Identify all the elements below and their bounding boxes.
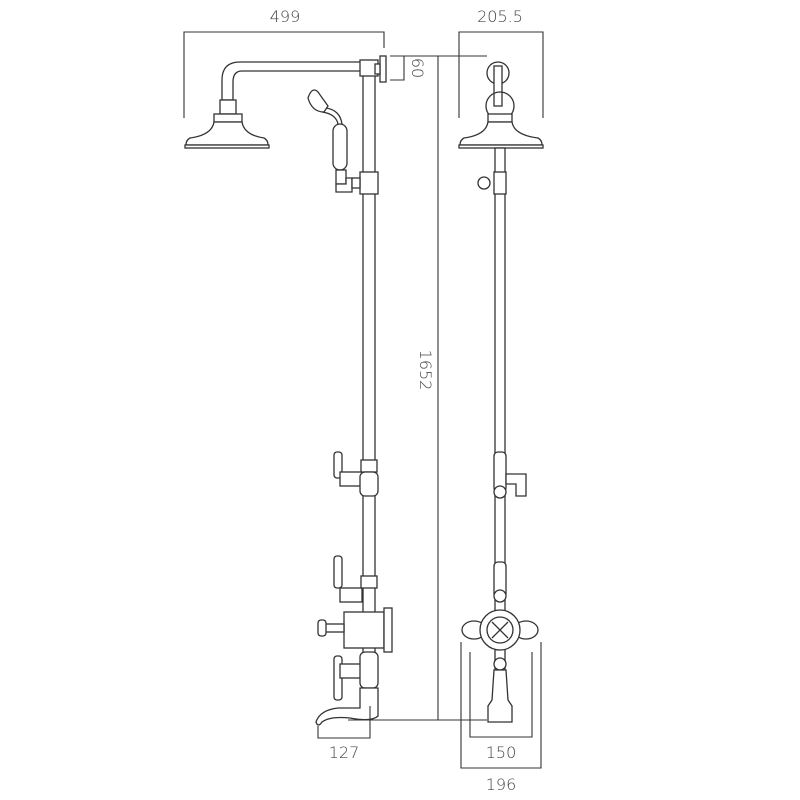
front-diverter xyxy=(493,171,507,195)
dim-label-150: 150 xyxy=(486,743,517,762)
dim-label-196: 196 xyxy=(486,775,517,794)
thermostat-knob-stem xyxy=(323,623,345,633)
dim-label-60: 60 xyxy=(408,58,427,78)
riser-pipe xyxy=(362,71,376,693)
thermostat-body-side xyxy=(343,611,385,649)
dim-label-205-5: 205.5 xyxy=(477,7,523,26)
mid-lever-handle xyxy=(333,555,343,589)
lower-lever-body xyxy=(339,663,363,679)
handset-head xyxy=(307,89,329,113)
upper-lever-body xyxy=(339,471,363,487)
upper-valve-body xyxy=(359,471,379,497)
front-view xyxy=(458,61,544,723)
front-upper-valve-knob xyxy=(493,485,507,499)
front-lower-knob xyxy=(493,657,507,671)
thermostat-knob xyxy=(317,619,327,637)
wall-bracket-plate xyxy=(379,55,387,83)
handset-neck xyxy=(321,107,343,125)
front-mid-knob xyxy=(493,589,507,603)
dim-label-127: 127 xyxy=(329,743,360,762)
thermostat-dial-inner xyxy=(486,616,514,644)
shower-head-front xyxy=(459,121,543,146)
front-diverter-knob xyxy=(477,176,491,190)
side-view xyxy=(184,55,393,726)
front-head-neck xyxy=(487,113,513,123)
dimension-head-width: 205.5 xyxy=(458,7,544,118)
front-arm-drop xyxy=(493,65,503,107)
thermostat-cross-icon xyxy=(491,621,509,639)
dimension-arm-projection: 499 xyxy=(183,7,385,118)
dimension-bracket-height: 60 xyxy=(390,55,427,81)
shower-arm-connector xyxy=(219,99,237,115)
shower-head-rim xyxy=(184,144,270,149)
mid-lever-body xyxy=(339,587,363,603)
dim-label-499: 499 xyxy=(270,7,301,26)
hose-connector xyxy=(335,169,347,185)
shower-arm xyxy=(221,61,363,101)
dimension-valve-centres: 150 xyxy=(469,652,533,762)
lower-valve-body xyxy=(359,651,379,689)
dimension-spout-projection: 127 xyxy=(317,706,371,762)
upper-valve-nut xyxy=(360,459,378,473)
slider-nut xyxy=(351,177,361,189)
mid-valve-nut xyxy=(360,575,378,589)
front-spout xyxy=(487,669,513,723)
dim-label-1652: 1652 xyxy=(416,350,435,391)
thermostat-flange xyxy=(383,607,393,653)
diverter-slider xyxy=(359,171,379,195)
handset-handle xyxy=(332,123,348,171)
wall-bracket-stem xyxy=(374,63,381,75)
dimension-overall-height: 1652 xyxy=(348,55,487,721)
shower-head-neck xyxy=(213,113,243,123)
dimension-valve-width: 196 xyxy=(460,642,542,794)
front-outlet xyxy=(505,473,527,497)
shower-head-side xyxy=(185,121,269,146)
